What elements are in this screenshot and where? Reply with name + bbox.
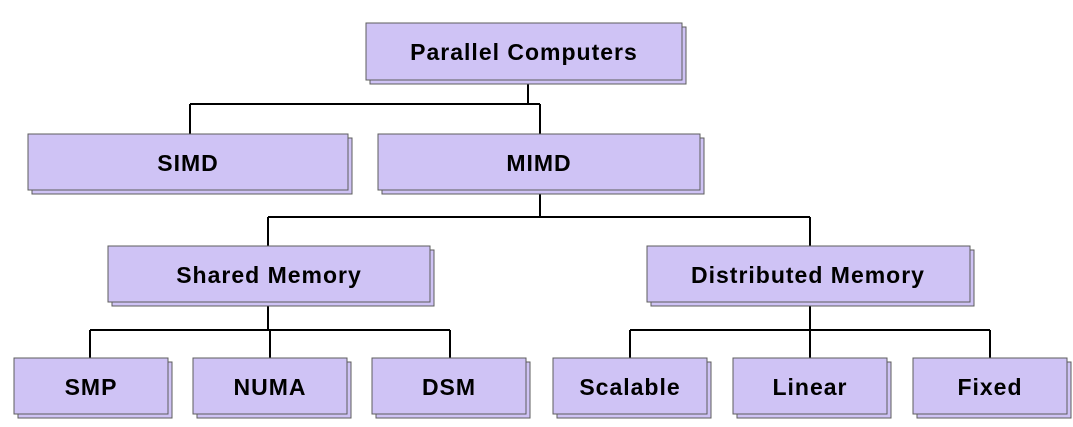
- connector-lines: [89, 82, 991, 358]
- node-label: MIMD: [506, 150, 571, 176]
- node-label: SIMD: [157, 150, 219, 176]
- node-mimd: MIMD: [377, 133, 705, 195]
- node-shared-memory: Shared Memory: [107, 245, 435, 307]
- node-label: NUMA: [234, 374, 307, 400]
- node-numa: NUMA: [192, 357, 352, 419]
- node-scalable: Scalable: [552, 357, 712, 419]
- edge-mimd-children: [267, 192, 811, 246]
- edge-distributed-children: [629, 304, 991, 358]
- node-label: SMP: [65, 374, 118, 400]
- node-label: Parallel Computers: [410, 39, 638, 65]
- node-dsm: DSM: [371, 357, 531, 419]
- node-label: Shared Memory: [176, 262, 362, 288]
- node-fixed: Fixed: [912, 357, 1072, 419]
- node-smp: SMP: [13, 357, 173, 419]
- edge-shared-children: [89, 304, 451, 358]
- node-label: Distributed Memory: [691, 262, 925, 288]
- node-linear: Linear: [732, 357, 892, 419]
- node-label: Fixed: [957, 374, 1022, 400]
- node-label: Scalable: [579, 374, 680, 400]
- node-distributed-memory: Distributed Memory: [646, 245, 975, 307]
- edge-root-children: [189, 82, 541, 134]
- node-label: DSM: [422, 374, 476, 400]
- node-label: Linear: [772, 374, 847, 400]
- node-simd: SIMD: [27, 133, 353, 195]
- node-parallel-computers: Parallel Computers: [365, 22, 687, 85]
